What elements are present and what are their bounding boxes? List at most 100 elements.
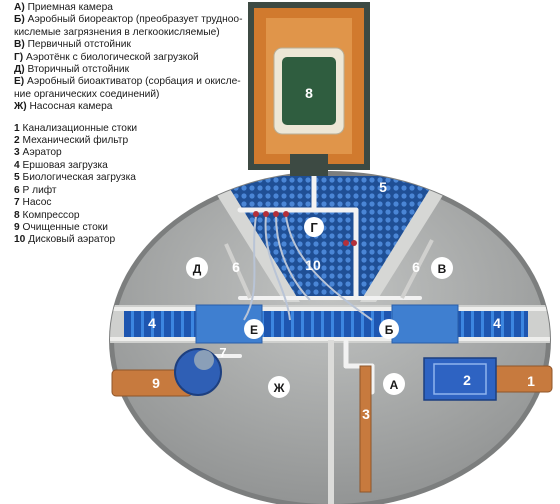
- legend-number-item-key: 7: [14, 197, 20, 209]
- partition-left: [205, 176, 300, 302]
- legend-letter-item-text: Приемная камера: [27, 2, 113, 13]
- brush-load-right: [458, 311, 528, 337]
- legend-letter-item-text: Вторичный отстойник: [27, 64, 130, 76]
- legend-letter-item-key: Е): [14, 76, 25, 88]
- legend-number-item-key: 9: [14, 221, 20, 233]
- circle-receiving: [383, 373, 405, 395]
- legend-letter-item: Ж) Насосная камера: [14, 101, 244, 113]
- legend-number-item: 1 Канализационные стоки: [14, 123, 244, 135]
- legend-number-item-text: Р лифт: [22, 184, 57, 196]
- label-brush-right: 4: [493, 315, 501, 331]
- brush-load-left: [124, 311, 196, 337]
- legend-number-item: 9 Очищенные стоки: [14, 222, 244, 234]
- legend-letter-item-key: Ж): [14, 101, 27, 113]
- circle-bioactivator: [244, 319, 264, 339]
- beam-rail-bottom: [110, 337, 550, 341]
- legend-letter-item-text: Аэробный биоактиватор (сорбация и окисле…: [27, 76, 241, 88]
- legend-number-item-text: Канализационные стоки: [22, 122, 138, 134]
- legend-letter-item-text: ние органических соединений): [14, 88, 160, 100]
- mechanical-filter: [423, 357, 497, 401]
- label-bio-load: 5: [379, 179, 387, 195]
- legend-letter-item: ние органических соединений): [14, 89, 244, 101]
- legend-letter-item: А) Приемная камера: [14, 2, 244, 14]
- legend-number-item-key: 3: [14, 147, 20, 159]
- legend-number-item-key: 6: [14, 184, 20, 196]
- inlet-pipe: [491, 365, 553, 393]
- legend-letter-item-text: кислемые загрязнения в легкоокисляемые): [14, 26, 220, 38]
- legend-number-item-key: 10: [14, 234, 26, 246]
- legend-letter-item: В) Первичный отстойник: [14, 39, 244, 51]
- legend-number-item-key: 1: [14, 122, 20, 134]
- diagram-labels: 8 5 Г 10 Д В 6 6 4 4 Е Б 7 9 Ж А 3 2 1: [148, 85, 535, 422]
- legend-number-item-text: Дисковый аэратор: [28, 234, 116, 246]
- label-secondary: Д: [193, 262, 202, 276]
- legend-letter-item: кислемые загрязнения в легкоокисляемые): [14, 27, 244, 39]
- legend-letter-item-key: В): [14, 39, 25, 51]
- legend-number-item: 3 Аэратор: [14, 147, 244, 159]
- legend-letter-item: Д) Вторичный отстойник: [14, 64, 244, 76]
- legend-letter-item: Г) Аэротёнк с биологической загрузкой: [14, 52, 244, 64]
- legend-number-item-key: 8: [14, 209, 20, 221]
- legend-letter-item: Е) Аэробный биоактиватор (сорбация и оки…: [14, 76, 244, 88]
- circle-secondary: [186, 257, 208, 279]
- legend-letter-item: Б) Аэробный биореактор (преобразует труд…: [14, 14, 244, 26]
- label-brush-left: 4: [148, 315, 156, 331]
- airlift-left: [224, 243, 252, 299]
- legend-number-item: 5 Биологическая загрузка: [14, 172, 244, 184]
- label-airlift-left: 6: [232, 259, 240, 275]
- legend-letter-item-key: Д): [14, 64, 25, 76]
- label-primary: В: [438, 262, 447, 276]
- legend-number-item-key: 2: [14, 135, 20, 147]
- legend-number-item-text: Ершовая загрузка: [22, 159, 108, 171]
- partition-right: [360, 176, 455, 302]
- legend-letter-item-key: А): [14, 2, 25, 13]
- legend-number-item-text: Биологическая загрузка: [22, 172, 136, 184]
- legend-letter-item-key: Г): [14, 51, 24, 63]
- mechanical-filter-window: [433, 363, 487, 395]
- vertical-divider: [328, 340, 334, 504]
- label-bioactivator: Е: [250, 323, 258, 337]
- circle-bioreactor: [379, 319, 399, 339]
- legend-number-item: 4 Ершовая загрузка: [14, 160, 244, 172]
- label-outlet: 9: [152, 375, 160, 391]
- compressor: [282, 57, 336, 125]
- aerator-pipe: [359, 365, 372, 493]
- legend-number-item-text: Компрессор: [22, 209, 80, 221]
- legend-number-item: 2 Механический фильтр: [14, 135, 244, 147]
- airlift-right: [400, 239, 434, 299]
- label-receiving: А: [390, 378, 399, 392]
- circle-pump-chamber: [268, 376, 290, 398]
- label-aerotank: Г: [310, 220, 318, 235]
- brush-load-center: [262, 311, 392, 337]
- label-airlift-right: 6: [412, 259, 420, 275]
- legend-number-item: 10 Дисковый аэратор: [14, 234, 244, 246]
- label-pump: 7: [219, 345, 226, 360]
- legend-number-item-text: Насос: [22, 197, 52, 209]
- circle-aerotank: [304, 217, 324, 237]
- beam-rail-top: [110, 307, 550, 311]
- legend-number-item-text: Аэратор: [22, 147, 62, 159]
- circle-primary: [431, 257, 453, 279]
- legend-number-item: 8 Компрессор: [14, 210, 244, 222]
- label-pump-chamber: Ж: [273, 381, 285, 395]
- legend-number-item-key: 4: [14, 159, 20, 171]
- bioreactor-module: [391, 304, 459, 344]
- label-filter: 2: [463, 372, 471, 388]
- legend-number-item-text: Механический фильтр: [22, 135, 129, 147]
- label-inlet: 1: [527, 373, 535, 389]
- legend-letter-item-text: Аэробный биореактор (преобразует трудноо…: [27, 14, 243, 26]
- compressor-base: [290, 154, 328, 176]
- legend-letter-item-text: Аэротёнк с биологической загрузкой: [26, 51, 199, 63]
- label-bioreactor: Б: [385, 323, 394, 337]
- legend-letter-item-key: Б): [14, 14, 25, 26]
- air-hoses: [243, 215, 373, 321]
- legend-number-item: 7 Насос: [14, 197, 244, 209]
- label-compressor: 8: [305, 85, 313, 101]
- label-aerator: 3: [362, 406, 370, 422]
- valves: [253, 211, 357, 246]
- legend-number-item-key: 5: [14, 172, 20, 184]
- pump-motor: [194, 350, 214, 370]
- pipes: [210, 173, 422, 395]
